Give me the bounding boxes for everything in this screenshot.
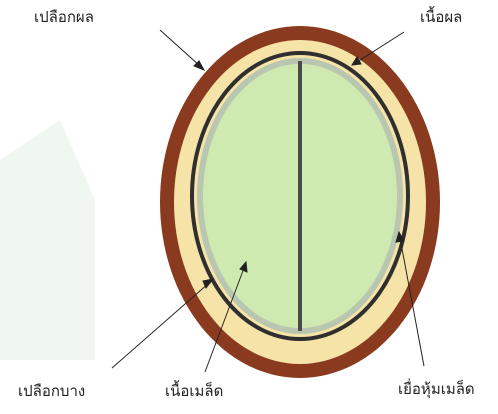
pericarp-pointer-line	[160, 30, 200, 66]
endosperm-label: เนื้อเมล็ด	[165, 382, 223, 400]
seed-coat-label: เปลือกบาง	[18, 382, 85, 400]
pericarp-label: เปลือกผล	[34, 8, 94, 26]
mesocarp-label: เนื้อผล	[420, 8, 462, 26]
seed-membrane-label: เยื่อหุ้มเมล็ด	[398, 380, 475, 398]
watermark-shape	[0, 120, 95, 360]
seed-coat-pointer-line	[112, 283, 209, 368]
